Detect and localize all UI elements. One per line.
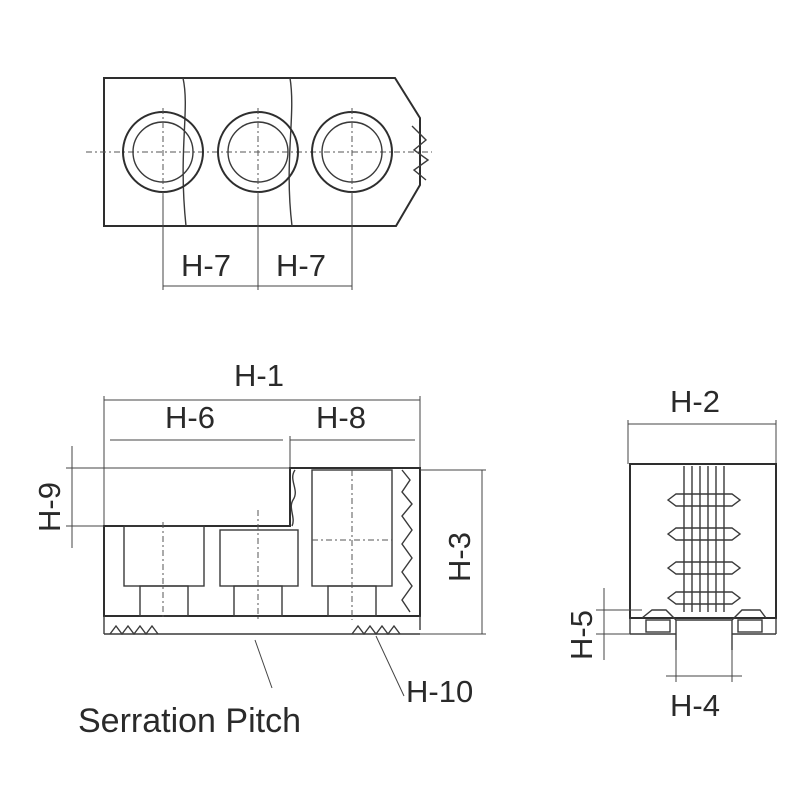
- front-view: H-1 H-6 H-8: [32, 358, 486, 740]
- label-h4: H-4: [670, 688, 720, 723]
- label-h7-left: H-7: [181, 248, 231, 283]
- bolt-hole-1: [122, 108, 204, 196]
- top-serration-edge: [411, 125, 430, 181]
- top-view-outline: [103, 77, 421, 227]
- front-body-outline: [103, 467, 421, 617]
- section-hole-3: [311, 469, 393, 620]
- serration-right: [351, 624, 401, 636]
- label-h5: H-5: [564, 610, 599, 660]
- label-h9: H-9: [32, 482, 67, 532]
- side-view: H-2 H-5: [564, 384, 777, 723]
- label-h7-right: H-7: [276, 248, 326, 283]
- section-hole-1: [123, 522, 205, 620]
- front-break-line: [290, 469, 296, 527]
- front-serrated-edge: [401, 469, 413, 613]
- h10-leader: [375, 635, 405, 697]
- side-serration-column: [666, 466, 742, 612]
- label-h2: H-2: [670, 384, 720, 419]
- side-body-outline: [629, 463, 777, 619]
- label-h6: H-6: [165, 400, 215, 435]
- top-break-line-2: [288, 77, 293, 227]
- top-view: H-7 H-7: [86, 77, 432, 290]
- label-h3: H-3: [442, 532, 477, 582]
- label-h1: H-1: [234, 358, 284, 393]
- serration-pitch-leader: [254, 639, 273, 689]
- side-slot-right: [737, 619, 763, 633]
- top-break-line-1: [182, 77, 187, 227]
- label-h8: H-8: [316, 400, 366, 435]
- bolt-hole-2: [217, 108, 299, 196]
- side-tongue: [641, 609, 767, 621]
- serration-left: [109, 624, 159, 636]
- bolt-hole-3: [311, 108, 393, 196]
- side-slot-left: [645, 619, 671, 633]
- label-h10: H-10: [406, 674, 473, 709]
- section-hole-2: [219, 510, 299, 620]
- serration-pitch-caption: Serration Pitch: [78, 702, 301, 740]
